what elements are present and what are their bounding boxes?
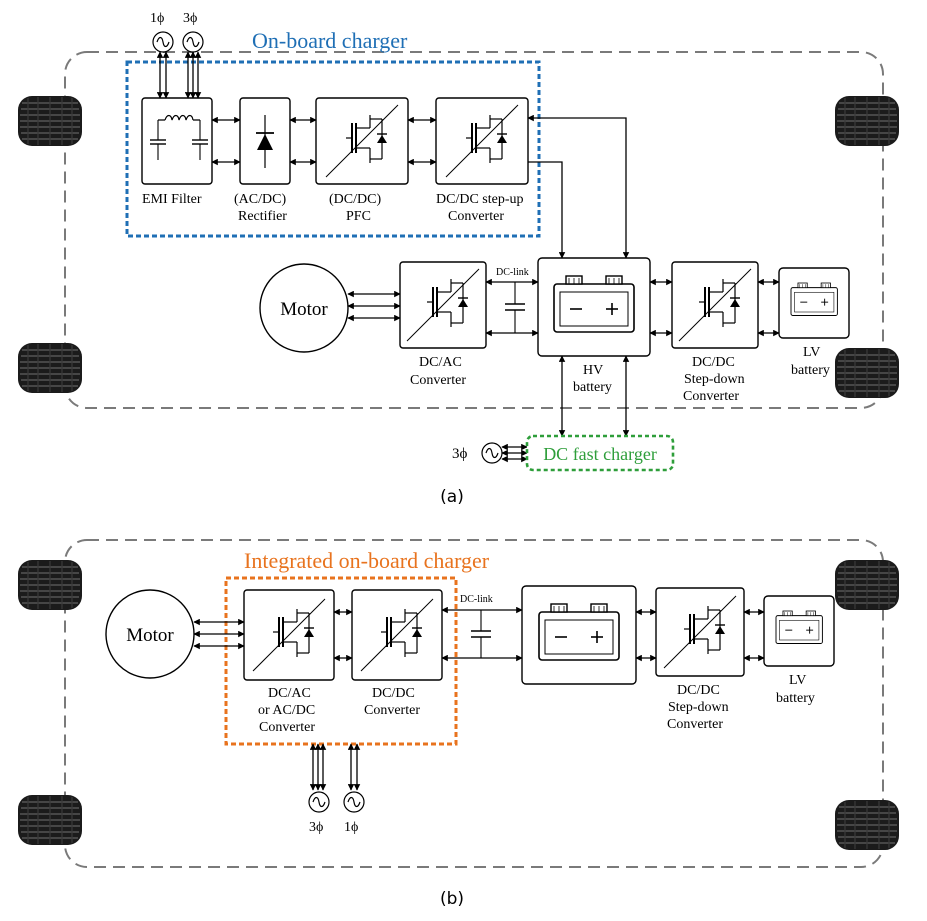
tire-icon: [834, 347, 900, 399]
dc-fast-charger-label: DC fast charger: [543, 444, 657, 464]
caption-a: (a): [440, 487, 464, 507]
source-b-3phase-label: 3ϕ: [309, 820, 323, 835]
dcac-b-label-2: or AC/DC: [258, 703, 315, 718]
diagram-a: On-board charger 1ϕ 3ϕ EMI Filter: [17, 11, 900, 507]
hv-battery-label-2: battery: [573, 380, 612, 395]
rectifier-block: [239, 97, 291, 185]
dcac-a-label-2: Converter: [410, 373, 466, 388]
stepup-label-2: Converter: [448, 209, 504, 224]
tire-icon: [17, 794, 83, 846]
stepdown-a-label-1: DC/DC: [692, 355, 735, 370]
caption-b: (b): [440, 889, 464, 909]
dcdc-b-label-2: Converter: [364, 703, 420, 718]
onboard-charger-title: On-board charger: [252, 28, 408, 53]
dcac-b-label-3: Converter: [259, 720, 315, 735]
lv-battery-a-block: [778, 267, 850, 339]
dclink-a-label: DC-link: [496, 267, 529, 278]
stepdown-b-label-3: Converter: [667, 717, 723, 732]
dcac-converter-a-block: [399, 261, 487, 349]
lv-battery-a-label-1: LV: [803, 345, 820, 360]
rectifier-label-2: Rectifier: [238, 209, 287, 224]
integrated-charger-title: Integrated on-board charger: [244, 548, 490, 573]
dcac-b-label-1: DC/AC: [268, 686, 311, 701]
fast-source-label: 3ϕ: [452, 446, 468, 462]
ac-source-icon: [343, 791, 365, 813]
hv-battery-b-block: [521, 585, 637, 685]
pfc-block: [315, 97, 409, 185]
pfc-label-1: (DC/DC): [329, 192, 381, 207]
pfc-label-2: PFC: [346, 209, 371, 224]
hv-battery-label-1: HV: [583, 363, 603, 378]
stepdown-a-label-2: Step-down: [684, 372, 745, 387]
ac-source-icon: [308, 791, 330, 813]
source-b-1phase-label: 1ϕ: [344, 820, 358, 835]
stepup-converter-block: [435, 97, 529, 185]
tire-icon: [834, 559, 900, 611]
tire-icon: [17, 559, 83, 611]
stepdown-a-label-3: Converter: [683, 389, 739, 404]
emi-filter-block: [141, 97, 213, 185]
tire-icon: [834, 95, 900, 147]
lv-battery-b-block: [763, 595, 835, 667]
lv-battery-b-label-1: LV: [789, 673, 806, 688]
lv-battery-b-label-2: battery: [776, 691, 815, 706]
stepdown-converter-b-block: [655, 587, 745, 677]
diagram-b: Integrated on-board charger Motor DC/AC …: [17, 539, 900, 909]
source-3phase-label: 3ϕ: [183, 11, 197, 26]
dcac-a-label-1: DC/AC: [419, 355, 462, 370]
dcdc-b-label-1: DC/DC: [372, 686, 415, 701]
stepup-label-1: DC/DC step-up: [436, 192, 524, 207]
tire-icon: [17, 342, 83, 394]
dclink-b-label: DC-link: [460, 594, 493, 605]
vehicle-chassis-b: [64, 539, 884, 868]
stepdown-converter-a-block: [671, 261, 759, 349]
dc-fast-charger-region: [525, 434, 675, 472]
stepdown-b-label-2: Step-down: [668, 700, 729, 715]
stepdown-b-label-1: DC/DC: [677, 683, 720, 698]
dcdc-converter-b-block: [351, 589, 443, 681]
rectifier-label-1: (AC/DC): [234, 192, 286, 207]
motor-b-label: Motor: [126, 625, 174, 646]
ac-source-icon: [182, 31, 204, 53]
motor-a-label: Motor: [280, 299, 328, 320]
hv-battery-block: [537, 257, 651, 357]
ac-source-icon: [481, 442, 503, 464]
lv-battery-a-label-2: battery: [791, 363, 830, 378]
source-1phase-label: 1ϕ: [150, 11, 164, 26]
ac-source-icon: [152, 31, 174, 53]
dcac-acdc-converter-block: [243, 589, 335, 681]
vehicle-chassis-a: [64, 51, 884, 409]
tire-icon: [17, 95, 83, 147]
tire-icon: [834, 799, 900, 851]
emi-filter-label: EMI Filter: [142, 192, 202, 207]
